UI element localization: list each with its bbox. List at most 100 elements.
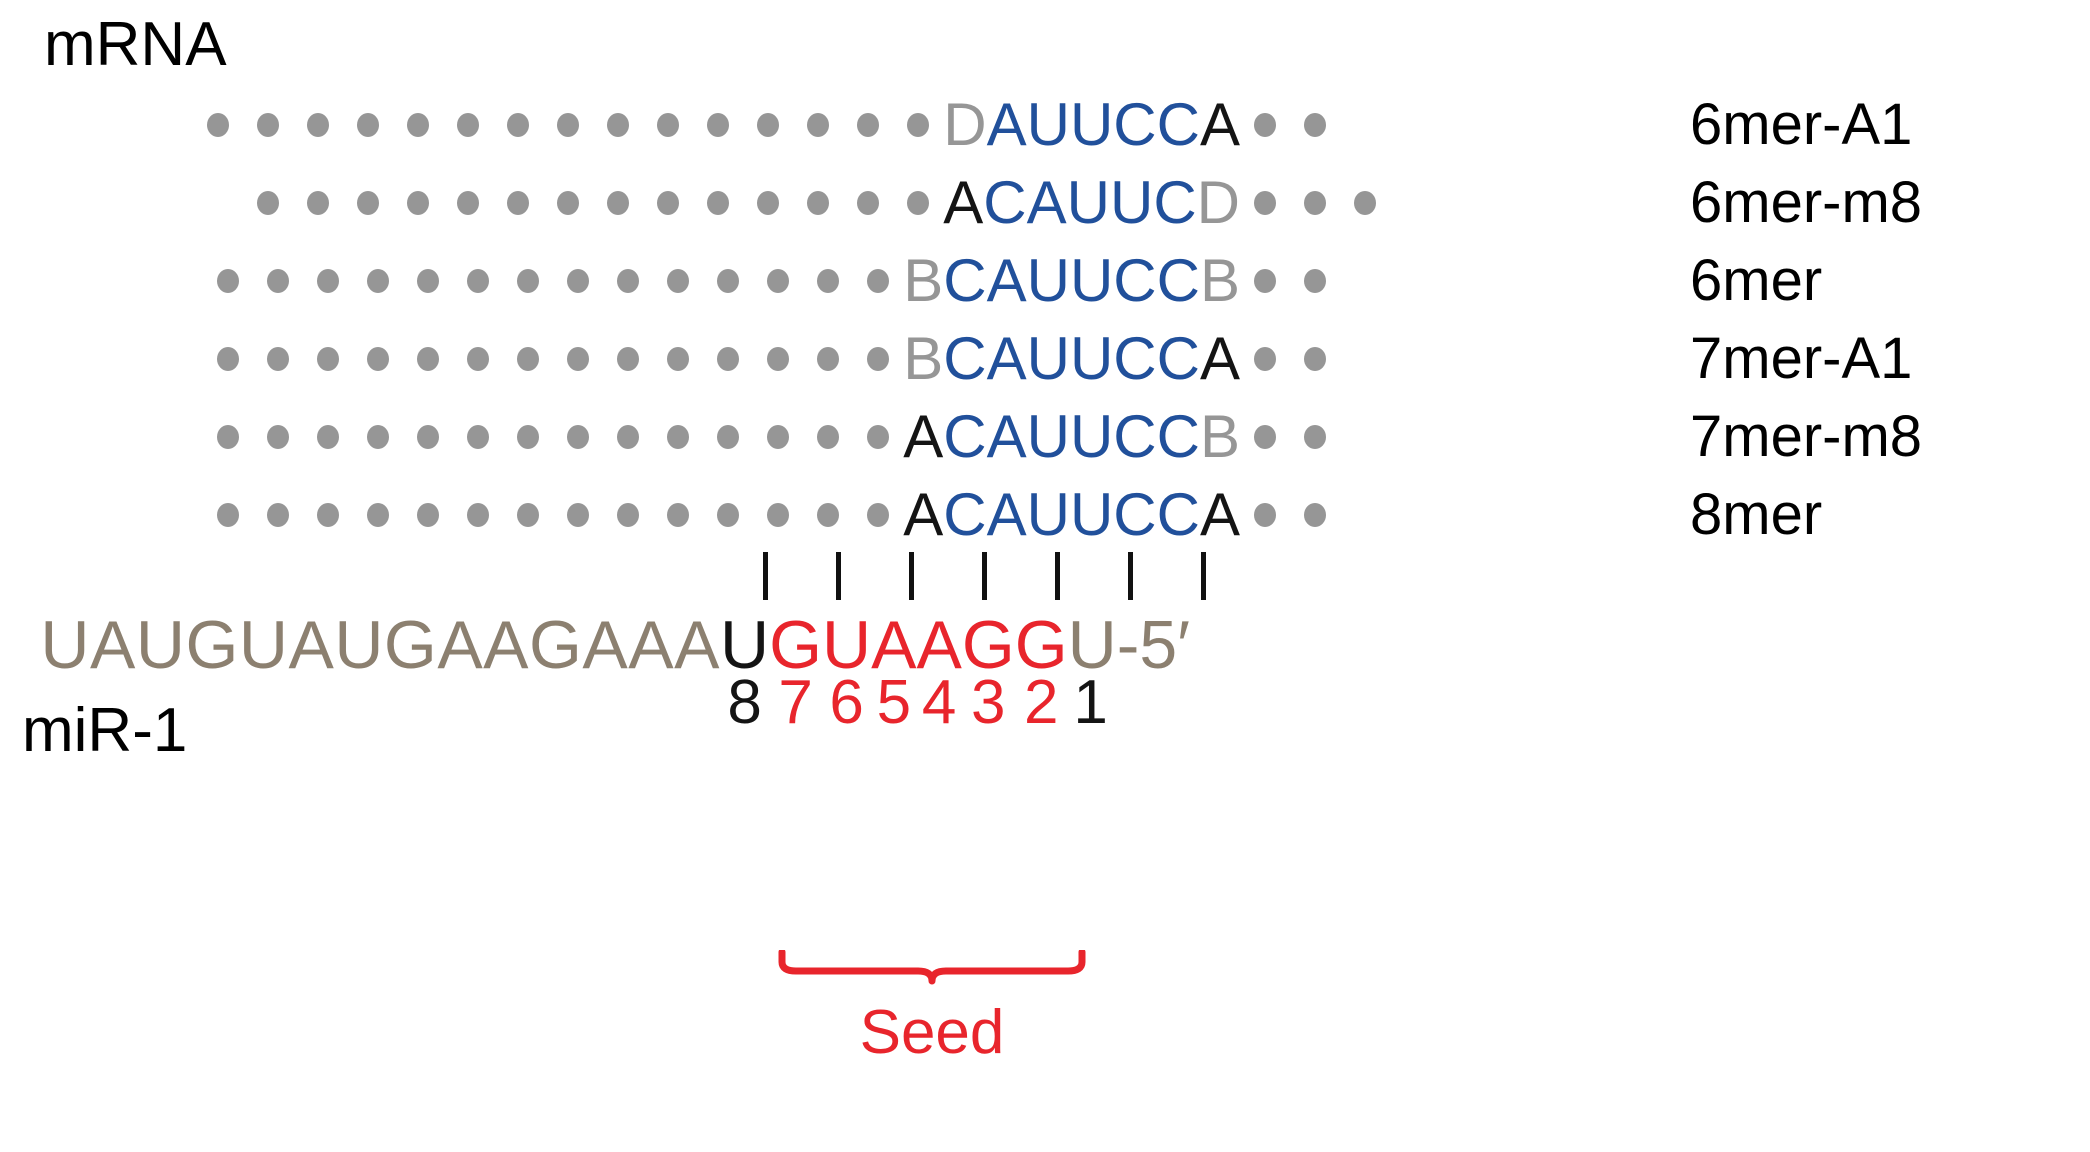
base-pairing-bars <box>0 552 1240 610</box>
mirna-five-prime-end: U-5′ <box>1067 607 1190 683</box>
nucleotide-dot <box>267 347 290 371</box>
nucleotide-dot <box>517 425 540 449</box>
mrna-base: U <box>1026 325 1070 392</box>
mrna-base: B <box>1199 247 1240 314</box>
mrna-base: C <box>1113 481 1157 548</box>
mrna-base: U <box>1026 403 1070 470</box>
nucleotide-dot <box>817 347 840 371</box>
nucleotide-dot <box>1304 425 1326 449</box>
mrna-base: U <box>1069 247 1114 314</box>
mrna-base: A <box>986 325 1027 392</box>
site-type-label: 6mer-m8 <box>1690 170 1923 235</box>
nucleotide-dot <box>317 347 340 371</box>
nucleotide-dot <box>417 269 440 293</box>
mirna-base: G <box>769 607 823 683</box>
mirna-position-number: 6 <box>829 668 864 737</box>
mrna-label: mRNA <box>44 10 227 79</box>
mrna-base: A <box>1199 481 1240 548</box>
nucleotide-dot <box>407 113 430 137</box>
nucleotide-dot <box>667 347 690 371</box>
nucleotide-dot <box>817 425 840 449</box>
nucleotide-dot <box>417 425 440 449</box>
nucleotide-dot <box>507 113 530 137</box>
mirna-position-number: 1 <box>1073 668 1108 737</box>
mirna-base: U <box>720 607 770 683</box>
trailing-dots <box>1240 86 1340 164</box>
mirna-base: G <box>961 607 1015 683</box>
nucleotide-dot <box>767 347 790 371</box>
nucleotide-dot <box>907 191 930 215</box>
nucleotide-dot <box>767 425 790 449</box>
trailing-dots <box>1240 398 1340 476</box>
mrna-base: A <box>903 403 944 470</box>
nucleotide-dot <box>567 503 590 527</box>
mirna-position-number: 7 <box>778 668 813 737</box>
mrna-base: C <box>1156 325 1200 392</box>
trailing-dots <box>1240 320 1340 398</box>
leading-dots <box>193 113 943 137</box>
mrna-base: D <box>1196 169 1240 236</box>
nucleotide-dot <box>517 269 540 293</box>
mrna-base: A <box>903 481 944 548</box>
nucleotide-dot <box>667 425 690 449</box>
nucleotide-dot <box>657 191 680 215</box>
nucleotide-dot <box>857 113 880 137</box>
nucleotide-dot <box>1304 269 1326 293</box>
mrna-base: C <box>1156 481 1200 548</box>
nucleotide-dot <box>467 503 490 527</box>
pairing-bar <box>763 552 768 600</box>
mrna-base: B <box>1199 403 1240 470</box>
nucleotide-dot <box>707 113 730 137</box>
nucleotide-dot <box>1304 347 1326 371</box>
mrna-base: U <box>1109 169 1154 236</box>
nucleotide-dot <box>267 503 290 527</box>
mrna-base: A <box>1199 91 1240 158</box>
nucleotide-dot <box>517 347 540 371</box>
nucleotide-dot <box>817 503 840 527</box>
site-type-label: 7mer-m8 <box>1690 404 1923 469</box>
nucleotide-dot <box>567 269 590 293</box>
nucleotide-dot <box>367 269 390 293</box>
mirna-position-number: 2 <box>1023 668 1059 737</box>
pairing-bar <box>1055 552 1060 600</box>
pairing-bar <box>1128 552 1133 600</box>
nucleotide-dot <box>367 503 390 527</box>
mrna-base: D <box>943 91 987 158</box>
mrna-base: A <box>1026 169 1067 236</box>
nucleotide-dot <box>667 503 690 527</box>
nucleotide-dot <box>617 503 640 527</box>
mrna-base: C <box>1113 91 1157 158</box>
nucleotide-dot <box>407 191 430 215</box>
nucleotide-dot <box>657 113 680 137</box>
pairing-bar <box>1201 552 1206 600</box>
mrna-base: C <box>943 481 987 548</box>
mrna-base: C <box>1156 91 1200 158</box>
mirna-position-number: 5 <box>876 668 912 737</box>
mrna-base: U <box>1026 247 1070 314</box>
seed-brace-icon <box>778 948 1086 985</box>
nucleotide-dot <box>367 347 390 371</box>
nucleotide-dot <box>307 191 330 215</box>
mirna-left-sequence: UAUGUAUGAAGAAA <box>40 607 720 683</box>
mirna-base: A <box>871 607 917 683</box>
nucleotide-dot <box>417 503 440 527</box>
nucleotide-dot <box>617 347 640 371</box>
seed-brace <box>776 948 1088 992</box>
mrna-base: U <box>1069 91 1114 158</box>
mrna-base: B <box>903 325 944 392</box>
mrna-base: C <box>983 169 1027 236</box>
nucleotide-dot <box>867 503 890 527</box>
mirna-position-number: 3 <box>971 668 1006 737</box>
nucleotide-dot <box>417 347 440 371</box>
mrna-base: U <box>1026 91 1070 158</box>
nucleotide-dot <box>807 113 830 137</box>
